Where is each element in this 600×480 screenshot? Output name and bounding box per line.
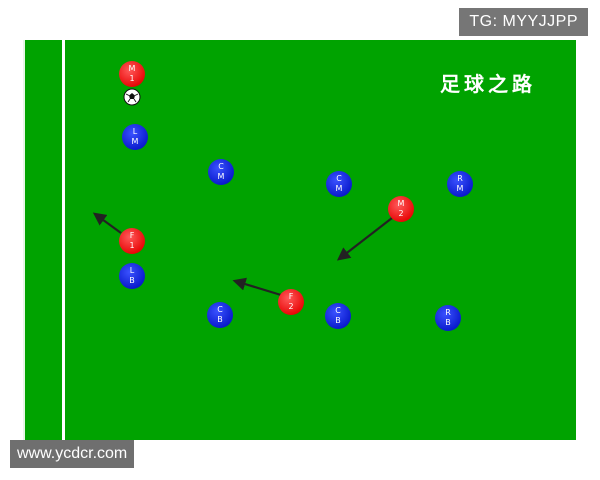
pitch-diagram: M 1 F 1 F 2 M 2 L M C M	[23, 40, 576, 440]
player-label-top: C	[336, 174, 342, 183]
player-label-bottom: M	[336, 184, 343, 193]
player-cm-left: C M	[208, 159, 234, 185]
player-label-top: M	[129, 64, 136, 73]
watermark-top: TG: MYYJJPP	[459, 8, 588, 36]
player-m2: M 2	[388, 196, 414, 222]
player-label-bottom: B	[445, 318, 451, 327]
player-label-top: F	[130, 231, 135, 240]
player-lm: L M	[122, 124, 148, 150]
player-m1: M 1	[119, 61, 145, 87]
player-label-bottom: 2	[398, 209, 403, 218]
player-label-top: M	[398, 199, 405, 208]
movement-arrow-icon	[336, 217, 393, 261]
player-cb-right: C B	[325, 303, 351, 329]
pitch-edge-line	[23, 40, 25, 440]
soccer-ball-icon	[123, 88, 141, 106]
movement-arrow-icon	[92, 212, 122, 234]
player-label-top: L	[133, 127, 138, 136]
movement-arrow-icon	[232, 277, 282, 297]
watermark-bottom: www.ycdcr.com	[10, 440, 135, 468]
player-label-bottom: B	[129, 276, 135, 285]
player-cm-right: C M	[326, 171, 352, 197]
player-label-top: R	[457, 174, 463, 183]
player-f1: F 1	[119, 228, 145, 254]
grass-area	[23, 40, 576, 440]
player-label-top: C	[335, 306, 341, 315]
player-label-bottom: 1	[129, 241, 134, 250]
player-label-bottom: M	[132, 137, 139, 146]
player-label-bottom: M	[218, 172, 225, 181]
player-label-top: F	[289, 292, 294, 301]
diagram-title: 足球之路	[440, 72, 536, 96]
player-label-bottom: B	[335, 316, 341, 325]
player-label-top: R	[445, 308, 451, 317]
player-f2: F 2	[278, 289, 304, 315]
player-label-bottom: 1	[129, 74, 134, 83]
player-label-bottom: 2	[288, 302, 293, 311]
player-label-bottom: M	[457, 184, 464, 193]
player-lb: L B	[119, 263, 145, 289]
player-rb: R B	[435, 305, 461, 331]
player-rm: R M	[447, 171, 473, 197]
player-cb-left: C B	[207, 302, 233, 328]
touchline	[62, 40, 65, 440]
player-label-bottom: B	[217, 315, 223, 324]
player-label-top: C	[217, 305, 223, 314]
player-label-top: C	[218, 162, 224, 171]
pitch: M 1 F 1 F 2 M 2 L M C M	[23, 40, 576, 440]
player-label-top: L	[130, 266, 135, 275]
